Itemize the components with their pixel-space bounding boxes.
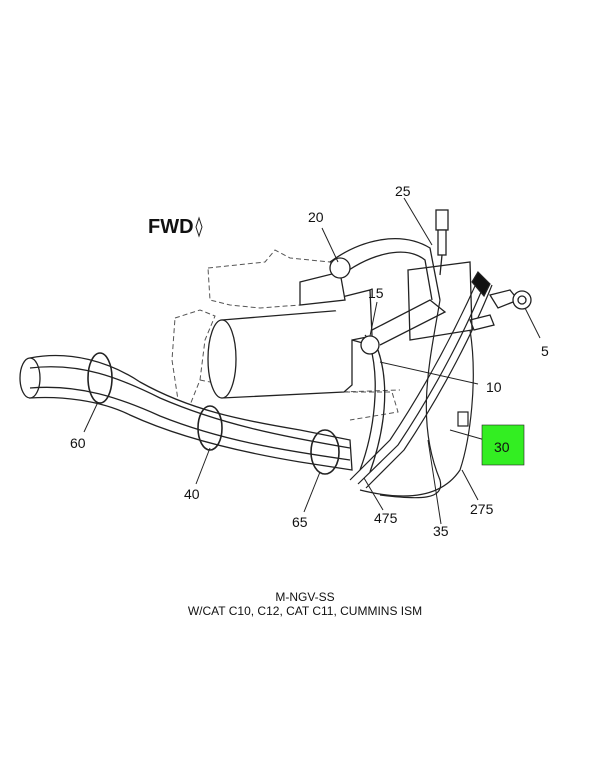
callout-30: 30 (494, 439, 510, 455)
callout-10: 10 (486, 379, 502, 395)
callout-65: 65 (292, 514, 308, 530)
cable-15 (351, 299, 447, 473)
leader-lines (83, 197, 541, 525)
harness-475 (349, 271, 493, 489)
caption-applicability: W/CAT C10, C12, CAT C11, CUMMINS ISM (187, 604, 423, 618)
cable-275 (359, 329, 474, 497)
highlight-box[interactable] (481, 424, 525, 466)
cable-20 (329, 238, 441, 301)
connector-25 (407, 209, 473, 341)
callout-60: 60 (70, 435, 86, 451)
fwd-label: FWD (148, 216, 194, 238)
large-tubes (19, 354, 353, 471)
callout-475: 475 (374, 510, 398, 526)
callout-25: 25 (395, 183, 411, 199)
callout-15: 15 (368, 285, 384, 301)
callout-40: 40 (184, 486, 200, 502)
callout-35: 35 (433, 523, 449, 539)
cable-35 (379, 299, 442, 499)
clamp-65 (310, 429, 340, 475)
clamp-40 (197, 405, 223, 451)
terminal-lug (469, 289, 532, 331)
starter-motor (207, 271, 373, 399)
caption-model: M-NGV-SS (275, 590, 335, 604)
fwd-arrow-icon (195, 216, 203, 238)
connector-30 (457, 411, 469, 427)
callout-5: 5 (541, 343, 549, 359)
callout-20: 20 (308, 209, 324, 225)
callout-275: 275 (470, 501, 494, 517)
clamp-60 (87, 352, 113, 404)
